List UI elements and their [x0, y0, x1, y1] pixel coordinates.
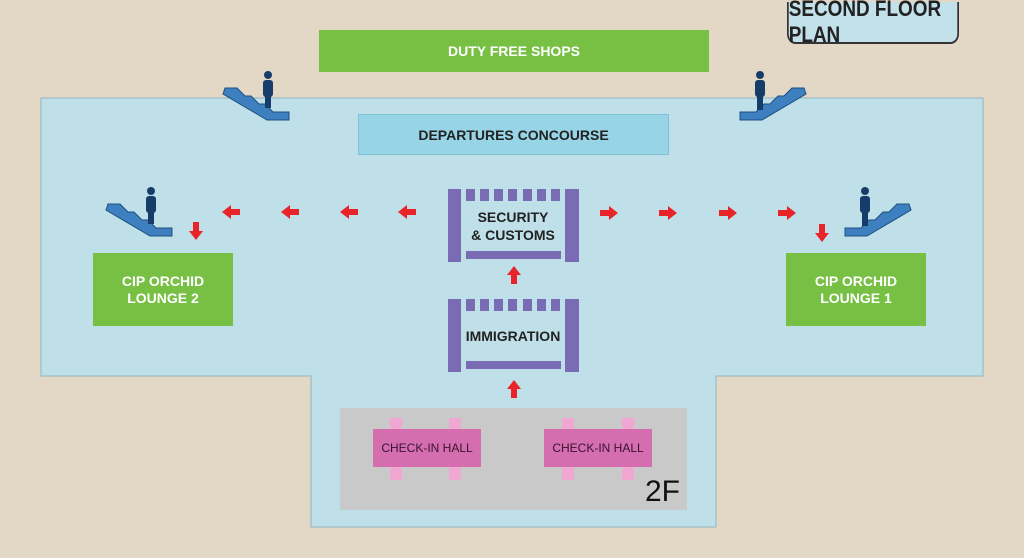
immigration-gate-frame: [448, 299, 579, 372]
arrow-down-icon: [815, 224, 829, 242]
cip-orchid-lounge-1: CIP ORCHID LOUNGE 1: [786, 253, 926, 326]
security-customs-label: SECURITY & CUSTOMS: [461, 203, 565, 249]
lounge-1-line2: LOUNGE 1: [820, 289, 892, 306]
security-line1: SECURITY: [477, 209, 549, 225]
security-line2: & CUSTOMS: [471, 227, 555, 243]
arrow-right-icon: [659, 206, 677, 220]
checkin-hall-right: CHECK-IN HALL: [544, 429, 652, 467]
arrow-left-icon: [340, 205, 358, 219]
arrow-right-icon: [600, 206, 618, 220]
floor-label: 2F: [645, 475, 681, 508]
departures-concourse: DEPARTURES CONCOURSE: [358, 114, 669, 155]
arrow-down-icon: [189, 222, 203, 240]
escalator-icon: [105, 187, 173, 237]
arrow-left-icon: [281, 205, 299, 219]
escalator-icon: [222, 71, 290, 121]
arrow-right-icon: [719, 206, 737, 220]
duty-free-shops: DUTY FREE SHOPS: [319, 30, 709, 72]
arrow-left-icon: [398, 205, 416, 219]
immigration-label: IMMIGRATION: [465, 328, 561, 344]
floor-area: [40, 97, 984, 528]
escalator-icon: [844, 187, 912, 237]
cip-orchid-lounge-2: CIP ORCHID LOUNGE 2: [93, 253, 233, 326]
page-title: SECOND FLOOR PLAN: [787, 0, 959, 47]
lounge-2-line2: LOUNGE 2: [127, 289, 199, 306]
escalator-icon: [739, 71, 807, 121]
arrow-up-icon: [507, 380, 521, 398]
lounge-2-line1: CIP ORCHID: [121, 272, 205, 289]
lounge-1-line1: CIP ORCHID: [814, 272, 898, 289]
arrow-up-icon: [507, 266, 521, 284]
arrow-left-icon: [222, 205, 240, 219]
security-gate-frame: [448, 189, 579, 262]
arrow-right-icon: [778, 206, 796, 220]
checkin-hall-left: CHECK-IN HALL: [373, 429, 481, 467]
